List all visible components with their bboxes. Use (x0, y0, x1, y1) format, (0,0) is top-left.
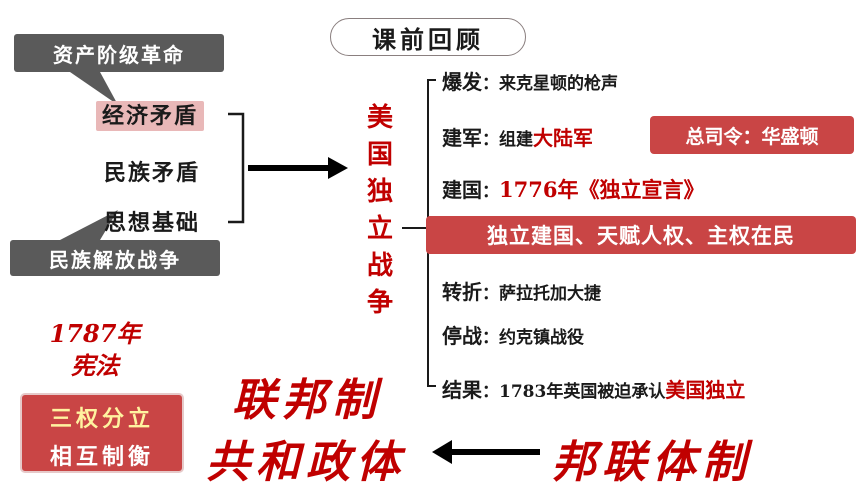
republic-label: 共和政体 (206, 437, 406, 488)
event-ceasefire-label: 停战 (442, 324, 482, 348)
commander-banner: 总司令：华盛顿 (650, 116, 854, 154)
page-title: 课前回顾 (330, 18, 526, 56)
event-founding: 建国：1776年《独立宣言》 (442, 177, 705, 202)
separation-line2: 相互制衡 (49, 444, 154, 470)
event-result: 结果：1783年英国被迫承认美国独立 (442, 378, 746, 402)
war-title-char: 争 (366, 288, 393, 318)
war-title-char: 战 (366, 251, 393, 281)
commander-banner-text: 总司令：华盛顿 (685, 125, 819, 148)
war-title-char: 国 (366, 140, 393, 170)
event-army-prefix: 组建 (499, 130, 533, 150)
event-turning-point-label: 转折 (442, 280, 482, 304)
constitution-label: 宪法 (71, 351, 119, 380)
left-bracket (228, 112, 245, 224)
event-result-label: 结果 (442, 378, 482, 402)
bourgeois-revolution-callout: 资产阶级革命 (14, 34, 224, 72)
separation-of-powers-box: 三权分立 相互制衡 (20, 393, 184, 473)
event-result-red: 美国独立 (665, 378, 746, 402)
ideological-basis-label: 思想基础 (104, 210, 201, 236)
ethnic-conflict-label: 民族矛盾 (104, 160, 201, 186)
bottom-arrow-head (432, 440, 452, 464)
event-turning-point-text: 萨拉托加大捷 (499, 284, 601, 304)
main-arrow-head (328, 157, 348, 179)
event-turning-point: 转折：萨拉托加大捷 (442, 280, 601, 304)
bourgeois-revolution-label: 资产阶级革命 (53, 42, 185, 67)
event-founding-label: 建国 (442, 178, 482, 202)
constitution-heading: 1787年 宪法 (30, 318, 160, 382)
economic-conflict-item: 经济矛盾 (96, 98, 205, 131)
event-result-prefix: 1783年英国被迫承认 (499, 382, 666, 402)
event-outbreak: 爆发：来克星顿的枪声 (442, 70, 618, 94)
national-liberation-war-label: 民族解放战争 (49, 247, 181, 272)
separation-line1: 三权分立 (49, 406, 154, 432)
principles-banner: 独立建国、天赋人权、主权在民 (426, 216, 856, 254)
event-army: 建军：组建大陆军 (442, 126, 593, 150)
event-outbreak-label: 爆发 (442, 70, 482, 94)
event-ceasefire: 停战：约克镇战役 (442, 324, 584, 348)
callout-tail-bottom (60, 210, 118, 240)
principles-banner-text: 独立建国、天赋人权、主权在民 (487, 223, 795, 248)
national-liberation-war-callout: 民族解放战争 (10, 240, 220, 276)
economic-conflict-label: 经济矛盾 (96, 101, 205, 131)
event-army-red: 大陆军 (533, 126, 593, 150)
war-title-char: 立 (366, 214, 393, 244)
war-title-char: 独 (366, 177, 393, 207)
federal-system-label: 联邦制 (232, 375, 382, 426)
event-founding-red: 1776年《独立宣言》 (499, 177, 705, 202)
confederation-label: 邦联体制 (552, 437, 752, 488)
war-title-vertical: 美 国 独 立 战 争 (360, 100, 400, 322)
event-army-label: 建军 (442, 126, 482, 150)
event-ceasefire-text: 约克镇战役 (499, 328, 584, 348)
war-title-char: 美 (366, 103, 393, 133)
event-outbreak-text: 来克星顿的枪声 (499, 74, 618, 94)
callout-tail-top (70, 72, 118, 105)
constitution-year: 1787年 (49, 319, 141, 348)
